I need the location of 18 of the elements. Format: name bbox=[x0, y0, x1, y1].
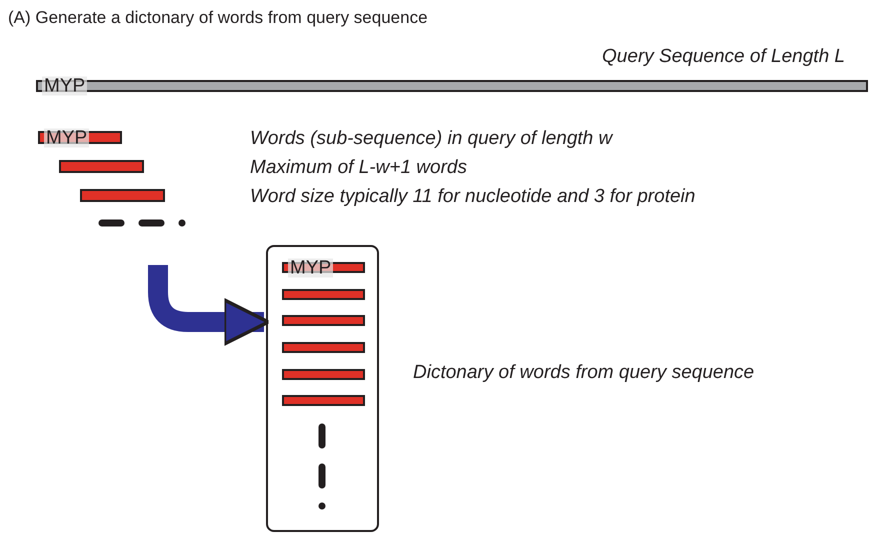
word-bar bbox=[59, 160, 144, 173]
word-bar bbox=[282, 315, 365, 326]
dictionary-panel bbox=[266, 245, 379, 532]
word-bar bbox=[282, 342, 365, 353]
sequence-text: MYP bbox=[44, 128, 90, 147]
word-bar bbox=[282, 395, 365, 406]
description-text: Word size typically 11 for nucleotide and 3 for protein bbox=[250, 186, 696, 208]
sequence-text: MYP bbox=[288, 258, 334, 277]
description-text: Words (sub-sequence) in query of length w bbox=[250, 128, 612, 150]
caption-text: Query Sequence of Length L bbox=[602, 46, 845, 68]
caption-text: Dictonary of words from query sequence bbox=[413, 362, 754, 384]
word-bar bbox=[282, 289, 365, 300]
word-bar bbox=[282, 369, 365, 380]
curved-arrow bbox=[148, 265, 270, 346]
title: (A) Generate a dictonary of words from query sequence bbox=[8, 8, 428, 28]
sequence-text: MYP bbox=[42, 76, 88, 96]
word-bar bbox=[80, 189, 165, 202]
description-text: Maximum of L-w+1 words bbox=[250, 157, 467, 179]
